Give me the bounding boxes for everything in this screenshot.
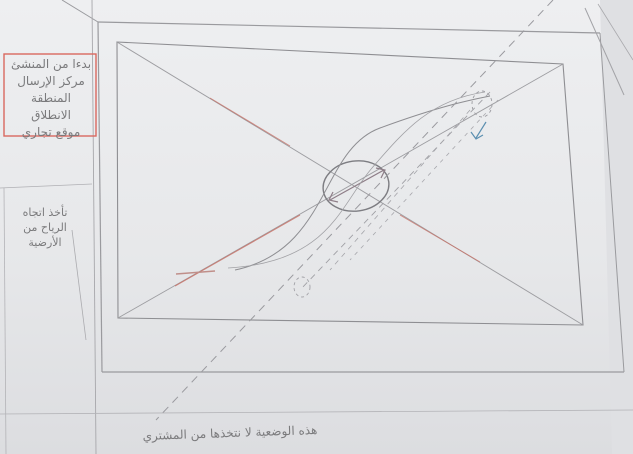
outer-border-right	[599, 32, 625, 373]
center-arrow-head-b	[328, 191, 339, 203]
center-circle	[322, 160, 390, 212]
diagonal-a-red-2	[399, 214, 481, 263]
small-circle-bottom	[293, 276, 311, 298]
diagonal-b-red	[174, 214, 301, 287]
left-column-line	[91, 0, 97, 454]
outer-border-left	[97, 21, 103, 373]
diagonal-edge-right-2	[597, 3, 633, 61]
outer-border-top	[97, 21, 601, 34]
left-divider-2	[3, 187, 7, 454]
small-circle-top	[471, 90, 493, 118]
left-divider-1	[0, 183, 93, 189]
blue-arrow-head	[470, 131, 484, 140]
red-lead-line	[175, 270, 216, 275]
dashed-line-3	[329, 109, 471, 271]
dashed-line-4	[349, 99, 499, 261]
left-slanted	[71, 229, 87, 341]
paper-fold-shadow	[600, 0, 633, 454]
red-note-frame	[3, 53, 97, 137]
s-curve-lower	[227, 91, 486, 269]
diagonal-edge-right	[584, 7, 625, 96]
center-arrow	[329, 169, 385, 201]
note-wind-direction: تأخذ اتجاه الرياح من الأرضية	[22, 206, 68, 249]
bottom-baseline	[0, 409, 633, 415]
diagonal-a-red	[209, 97, 291, 147]
s-curve-upper	[234, 95, 491, 271]
note-start-point: بدءا من المنشئ مركز الإرسال المنطقة الان…	[10, 57, 92, 139]
dashed-line-2	[299, 91, 491, 291]
diagonal-a	[116, 41, 584, 326]
blue-arrow	[475, 121, 487, 139]
center-arrow-head-a	[375, 167, 386, 179]
dashed-line-1	[155, 0, 554, 421]
